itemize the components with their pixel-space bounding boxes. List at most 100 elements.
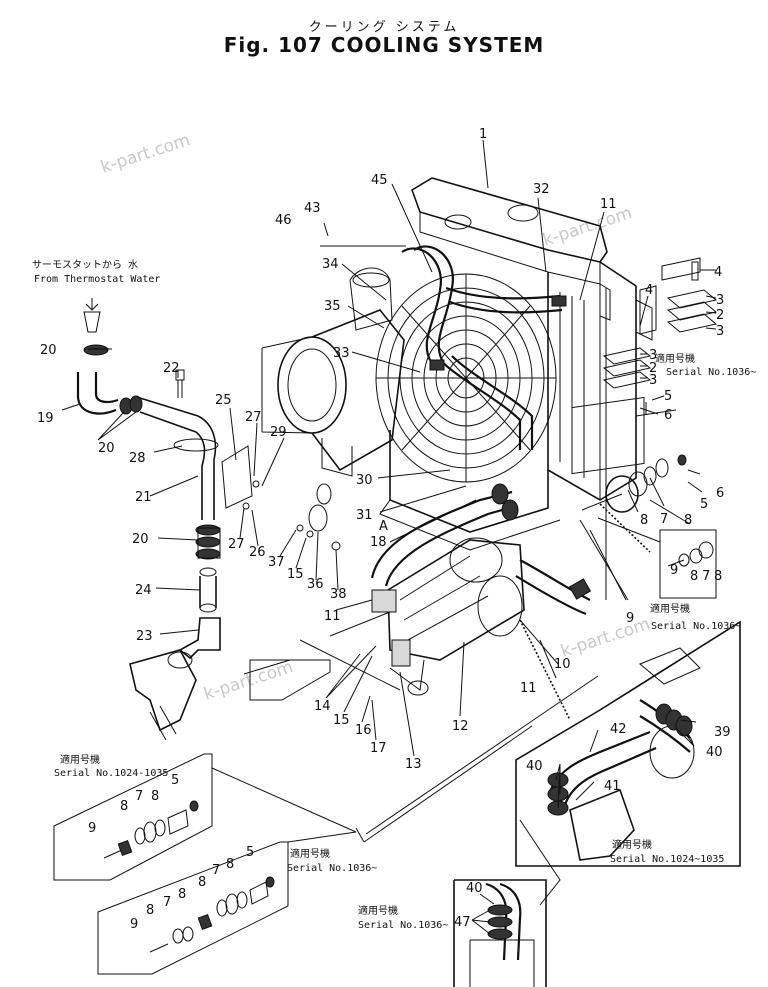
serial-note: Serial No.1024~1035 <box>610 854 724 865</box>
callout-5: 5 <box>246 845 254 860</box>
watermark: k-part.com <box>201 657 295 705</box>
serial-note: Serial No.1036~ <box>666 367 756 378</box>
callout-29: 29 <box>270 425 287 440</box>
serial-note: Serial No.1036~ <box>651 621 741 632</box>
callout-42: 42 <box>610 722 627 737</box>
water-hose-assembly <box>76 298 341 741</box>
callout-7: 7 <box>660 512 668 527</box>
serial-note-jp: 適用号機 <box>650 602 690 615</box>
callout-26: 26 <box>249 545 266 560</box>
detail-box-1024 <box>515 620 741 867</box>
engine-turbo <box>261 267 405 477</box>
callout-36: 36 <box>307 577 324 592</box>
serial-note-jp: 適用号機 <box>60 753 100 766</box>
upper-hoses <box>401 245 567 450</box>
callout-11: 11 <box>600 197 617 212</box>
serial-note: Serial No.1036~ <box>287 863 377 874</box>
exploded-box-1024 <box>53 753 213 881</box>
callout-20: 20 <box>132 532 149 547</box>
callout-11: 11 <box>324 609 341 624</box>
callout-40: 40 <box>706 745 723 760</box>
callout-8: 8 <box>120 799 128 814</box>
callout-38: 38 <box>330 587 347 602</box>
callout-5: 5 <box>700 497 708 512</box>
callout-31: 31 <box>356 508 373 523</box>
callout-39: 39 <box>714 725 731 740</box>
callout-47: 47 <box>454 915 471 930</box>
callout-1: 1 <box>479 127 487 142</box>
callout-leaders <box>61 139 717 935</box>
callout-46: 46 <box>275 213 292 228</box>
exploded-box-1036 <box>97 767 365 975</box>
serial-note: Serial No.1024-1035 <box>54 768 168 779</box>
callout-23: 23 <box>136 629 153 644</box>
callout-16: 16 <box>355 723 372 738</box>
figure-title: Fig. 107 COOLING SYSTEM <box>223 33 545 57</box>
leader-guides <box>243 288 607 906</box>
callout-40: 40 <box>466 881 483 896</box>
detail-box-1036 <box>453 879 547 987</box>
radiator-mount-detail <box>571 257 718 599</box>
callout-3: 3 <box>649 348 657 363</box>
callout-6: 6 <box>716 486 724 501</box>
callout-15: 15 <box>287 567 304 582</box>
serial-note: Serial No.1036~ <box>358 920 448 931</box>
callout-20: 20 <box>98 441 115 456</box>
callout-8: 8 <box>178 887 186 902</box>
callout-34: 34 <box>322 257 339 272</box>
callout-17: 17 <box>370 741 387 756</box>
callout-13: 13 <box>405 757 422 772</box>
callout-4: 4 <box>645 283 653 298</box>
callout-14: 14 <box>314 699 331 714</box>
callout-3: 3 <box>649 373 657 388</box>
callout-7: 7 <box>135 789 143 804</box>
thermostat-note: From Thermostat Water <box>34 274 160 285</box>
callout-8: 8 <box>684 513 692 528</box>
serial-note-jp: 適用号機 <box>358 904 398 917</box>
callout-18: 18 <box>370 535 387 550</box>
callout-33: 33 <box>333 346 350 361</box>
callout-43: 43 <box>304 201 321 216</box>
radiator-assembly <box>375 177 653 551</box>
thermostat-note-jp: サーモスタットから 水 <box>32 259 138 271</box>
callout-27: 27 <box>228 537 245 552</box>
serial-note-jp: 適用号機 <box>655 352 695 365</box>
callout-27: 27 <box>245 410 262 425</box>
japanese-title: クーリング システム <box>308 20 460 35</box>
watermark: k-part.com <box>98 130 192 178</box>
callout-45: 45 <box>371 173 388 188</box>
callout-19: 19 <box>37 411 54 426</box>
callout-3: 3 <box>716 293 724 308</box>
callout-3: 3 <box>716 324 724 339</box>
callout-8: 8 <box>714 569 722 584</box>
callout-8: 8 <box>226 857 234 872</box>
callout-11: 11 <box>520 681 537 696</box>
callout-8: 8 <box>146 903 154 918</box>
serial-note-jp: 適用号機 <box>612 838 652 851</box>
callout-7: 7 <box>163 895 171 910</box>
callout-8: 8 <box>198 875 206 890</box>
serial-note-jp: 適用号機 <box>290 847 330 860</box>
callout-2: 2 <box>716 308 724 323</box>
callout-8: 8 <box>640 513 648 528</box>
callout-15: 15 <box>333 713 350 728</box>
callout-20: 20 <box>40 343 57 358</box>
callout-28: 28 <box>129 451 146 466</box>
callout-5: 5 <box>171 773 179 788</box>
callout-35: 35 <box>324 299 341 314</box>
callout-9: 9 <box>88 821 96 836</box>
watermark: k-part.com <box>540 203 634 251</box>
callout-12: 12 <box>452 719 469 734</box>
callout-7: 7 <box>212 863 220 878</box>
callout-40: 40 <box>526 759 543 774</box>
serial-notes: サーモスタットから 水 From Thermostat Water 適用号機 S… <box>32 259 756 931</box>
section-a-label: A <box>379 519 388 534</box>
aftercooler-piping <box>249 483 651 721</box>
callout-30: 30 <box>356 473 373 488</box>
callout-2: 2 <box>649 361 657 376</box>
callout-7: 7 <box>702 569 710 584</box>
callout-8: 8 <box>690 569 698 584</box>
callout-4: 4 <box>714 265 722 280</box>
